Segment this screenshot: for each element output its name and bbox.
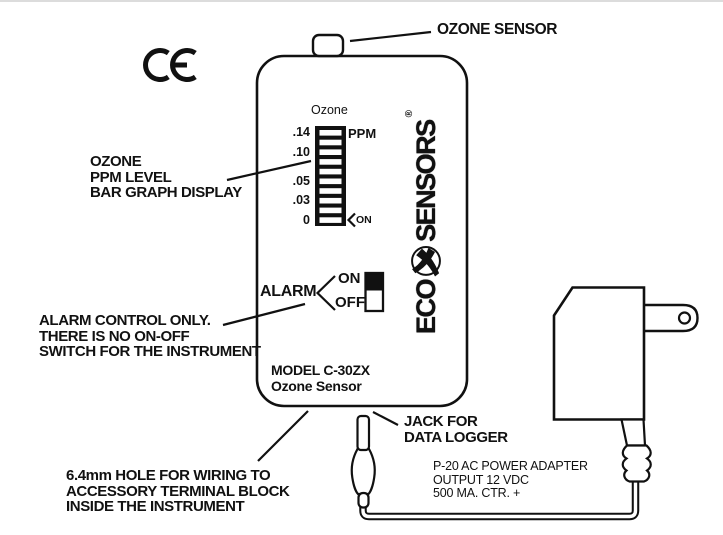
registered-mark: ® (404, 110, 415, 118)
jack-note: JACK FOR DATA LOGGER (404, 414, 508, 445)
bar-graph-display (315, 126, 356, 228)
bar-graph-note-line3: BAR GRAPH DISPLAY (90, 184, 242, 201)
model-subtitle: Ozone Sensor (271, 378, 362, 394)
tick-005: .05 (292, 174, 310, 188)
power-cord (359, 478, 640, 521)
alarm-on-label: ON (338, 270, 361, 287)
adapter-body (552, 286, 646, 421)
hole-note: 6.4mm HOLE FOR WIRING TO ACCESSORY TERMI… (66, 467, 290, 515)
ce-mark-icon (143, 48, 197, 82)
leader-ozone-sensor (349, 30, 432, 43)
alarm-switch-outline (364, 271, 385, 313)
jack-plug (350, 414, 376, 509)
alarm-note: ALARM CONTROL ONLY. THERE IS NO ON-OFF S… (39, 313, 261, 360)
ozone-sensor-bump (311, 33, 345, 58)
adapter-note-line1: P-20 AC POWER ADAPTER (433, 459, 588, 473)
hole-note-line3: INSIDE THE INSTRUMENT (66, 498, 245, 515)
logo-sensors: SENSORS (410, 120, 441, 242)
alarm-note-line2: THERE IS NO ON-OFF (39, 327, 190, 345)
alarm-off-label: OFF (335, 294, 365, 311)
alarm-label: ALARM (260, 283, 317, 300)
alarm-switch (364, 271, 385, 313)
ozone-sensor-label: OZONE SENSOR (437, 21, 558, 38)
hole-note-line1: 6.4mm HOLE FOR WIRING TO (66, 467, 271, 484)
leader-lines (222, 30, 432, 462)
adapter-note: P-20 AC POWER ADAPTER OUTPUT 12 VDC 500 … (433, 459, 588, 501)
model-number: MODEL C-30ZX (271, 362, 370, 378)
bar-graph-note: OZONE PPM LEVEL BAR GRAPH DISPLAY (90, 154, 242, 201)
jack-body (350, 447, 376, 496)
bar-on-arrow-icon (346, 212, 356, 228)
bar-graph-note-line2: PPM LEVEL (90, 168, 172, 186)
alarm-switch-knob (365, 273, 383, 291)
tick-010: .10 (292, 145, 310, 159)
alarm-bracket-icon (315, 275, 336, 311)
leader-hole-note (257, 410, 309, 462)
brand-logo: ECO SENSORS ® (403, 110, 449, 334)
tick-0: 0 (303, 213, 310, 227)
adapter-note-line2: OUTPUT 12 VDC (433, 472, 529, 487)
eco-sensors-emblem-icon (411, 246, 441, 277)
jack-note-line1: JACK FOR (404, 413, 478, 430)
logo-eco: ECO (410, 279, 441, 334)
bar-graph-segments (319, 130, 342, 223)
hole-note-line2: ACCESSORY TERMINAL BLOCK (66, 482, 290, 500)
jack-note-line2: DATA LOGGER (404, 428, 508, 446)
jack-tip (357, 491, 370, 509)
display-heading: Ozone (311, 103, 348, 117)
adapter-note-line3: 500 MA. CTR. + (433, 486, 521, 500)
bar-on-label: ON (356, 214, 372, 226)
leader-jack-note (372, 411, 399, 426)
adapter-cord-boot (621, 444, 652, 483)
bar-graph-note-line1: OZONE (90, 153, 142, 170)
adapter-strain-relief (620, 418, 647, 447)
adapter-blade-hole (677, 311, 692, 325)
tick-003: .03 (292, 193, 310, 207)
leader-alarm-note (222, 302, 306, 327)
power-adapter (552, 286, 699, 483)
leader-bar-graph (226, 159, 312, 182)
brand-logo-text: ECO SENSORS ® (403, 110, 449, 334)
jack-stem (356, 414, 371, 452)
alarm-note-line3: SWITCH FOR THE INSTRUMENT (39, 343, 261, 360)
tick-014: .14 (292, 125, 310, 139)
instrument-outline (255, 54, 469, 408)
ppm-unit-label: PPM (348, 126, 377, 141)
model-text: MODEL C-30ZX Ozone Sensor (271, 362, 370, 394)
alarm-note-line1: ALARM CONTROL ONLY. (39, 312, 211, 329)
